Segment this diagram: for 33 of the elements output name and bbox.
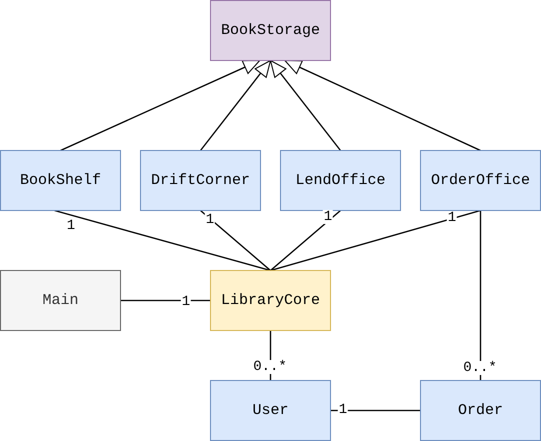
- class-name: User: [252, 402, 288, 420]
- inheritance-arrow: [270, 60, 342, 151]
- association-line: [270, 210, 341, 271]
- class-name: BookStorage: [220, 22, 320, 40]
- class-name: LendOffice: [295, 172, 386, 190]
- association-line: [330, 410, 420, 412]
- multiplicity-label: 0..*: [252, 360, 288, 374]
- inheritance-arrow: [284, 60, 481, 152]
- association-line: [54, 210, 271, 272]
- class-name: OrderOffice: [430, 172, 530, 190]
- association-line: [200, 210, 271, 271]
- class-box: [280, 150, 401, 211]
- class-box: [0, 150, 121, 211]
- class-box: [210, 270, 331, 331]
- class-box: [420, 150, 541, 211]
- class-box: [210, 380, 331, 441]
- class-box: [210, 0, 331, 61]
- class-box: [140, 150, 261, 211]
- association-line: [120, 300, 210, 302]
- multiplicity-label: 0..*: [462, 361, 498, 375]
- multiplicity-label: 1: [204, 213, 216, 227]
- multiplicity-label: 1: [322, 210, 334, 224]
- class-name: LibraryCore: [220, 292, 320, 310]
- class-name: Main: [42, 292, 78, 310]
- class-box: [420, 380, 541, 441]
- association-line: [270, 210, 481, 272]
- inheritance-arrow: [200, 60, 272, 151]
- class-name: Order: [458, 402, 503, 420]
- inheritance-arrow: [60, 60, 260, 152]
- class-name: DriftCorner: [150, 172, 250, 190]
- association-line: [480, 210, 482, 380]
- class-box: [0, 270, 121, 331]
- class-name: BookShelf: [20, 172, 101, 190]
